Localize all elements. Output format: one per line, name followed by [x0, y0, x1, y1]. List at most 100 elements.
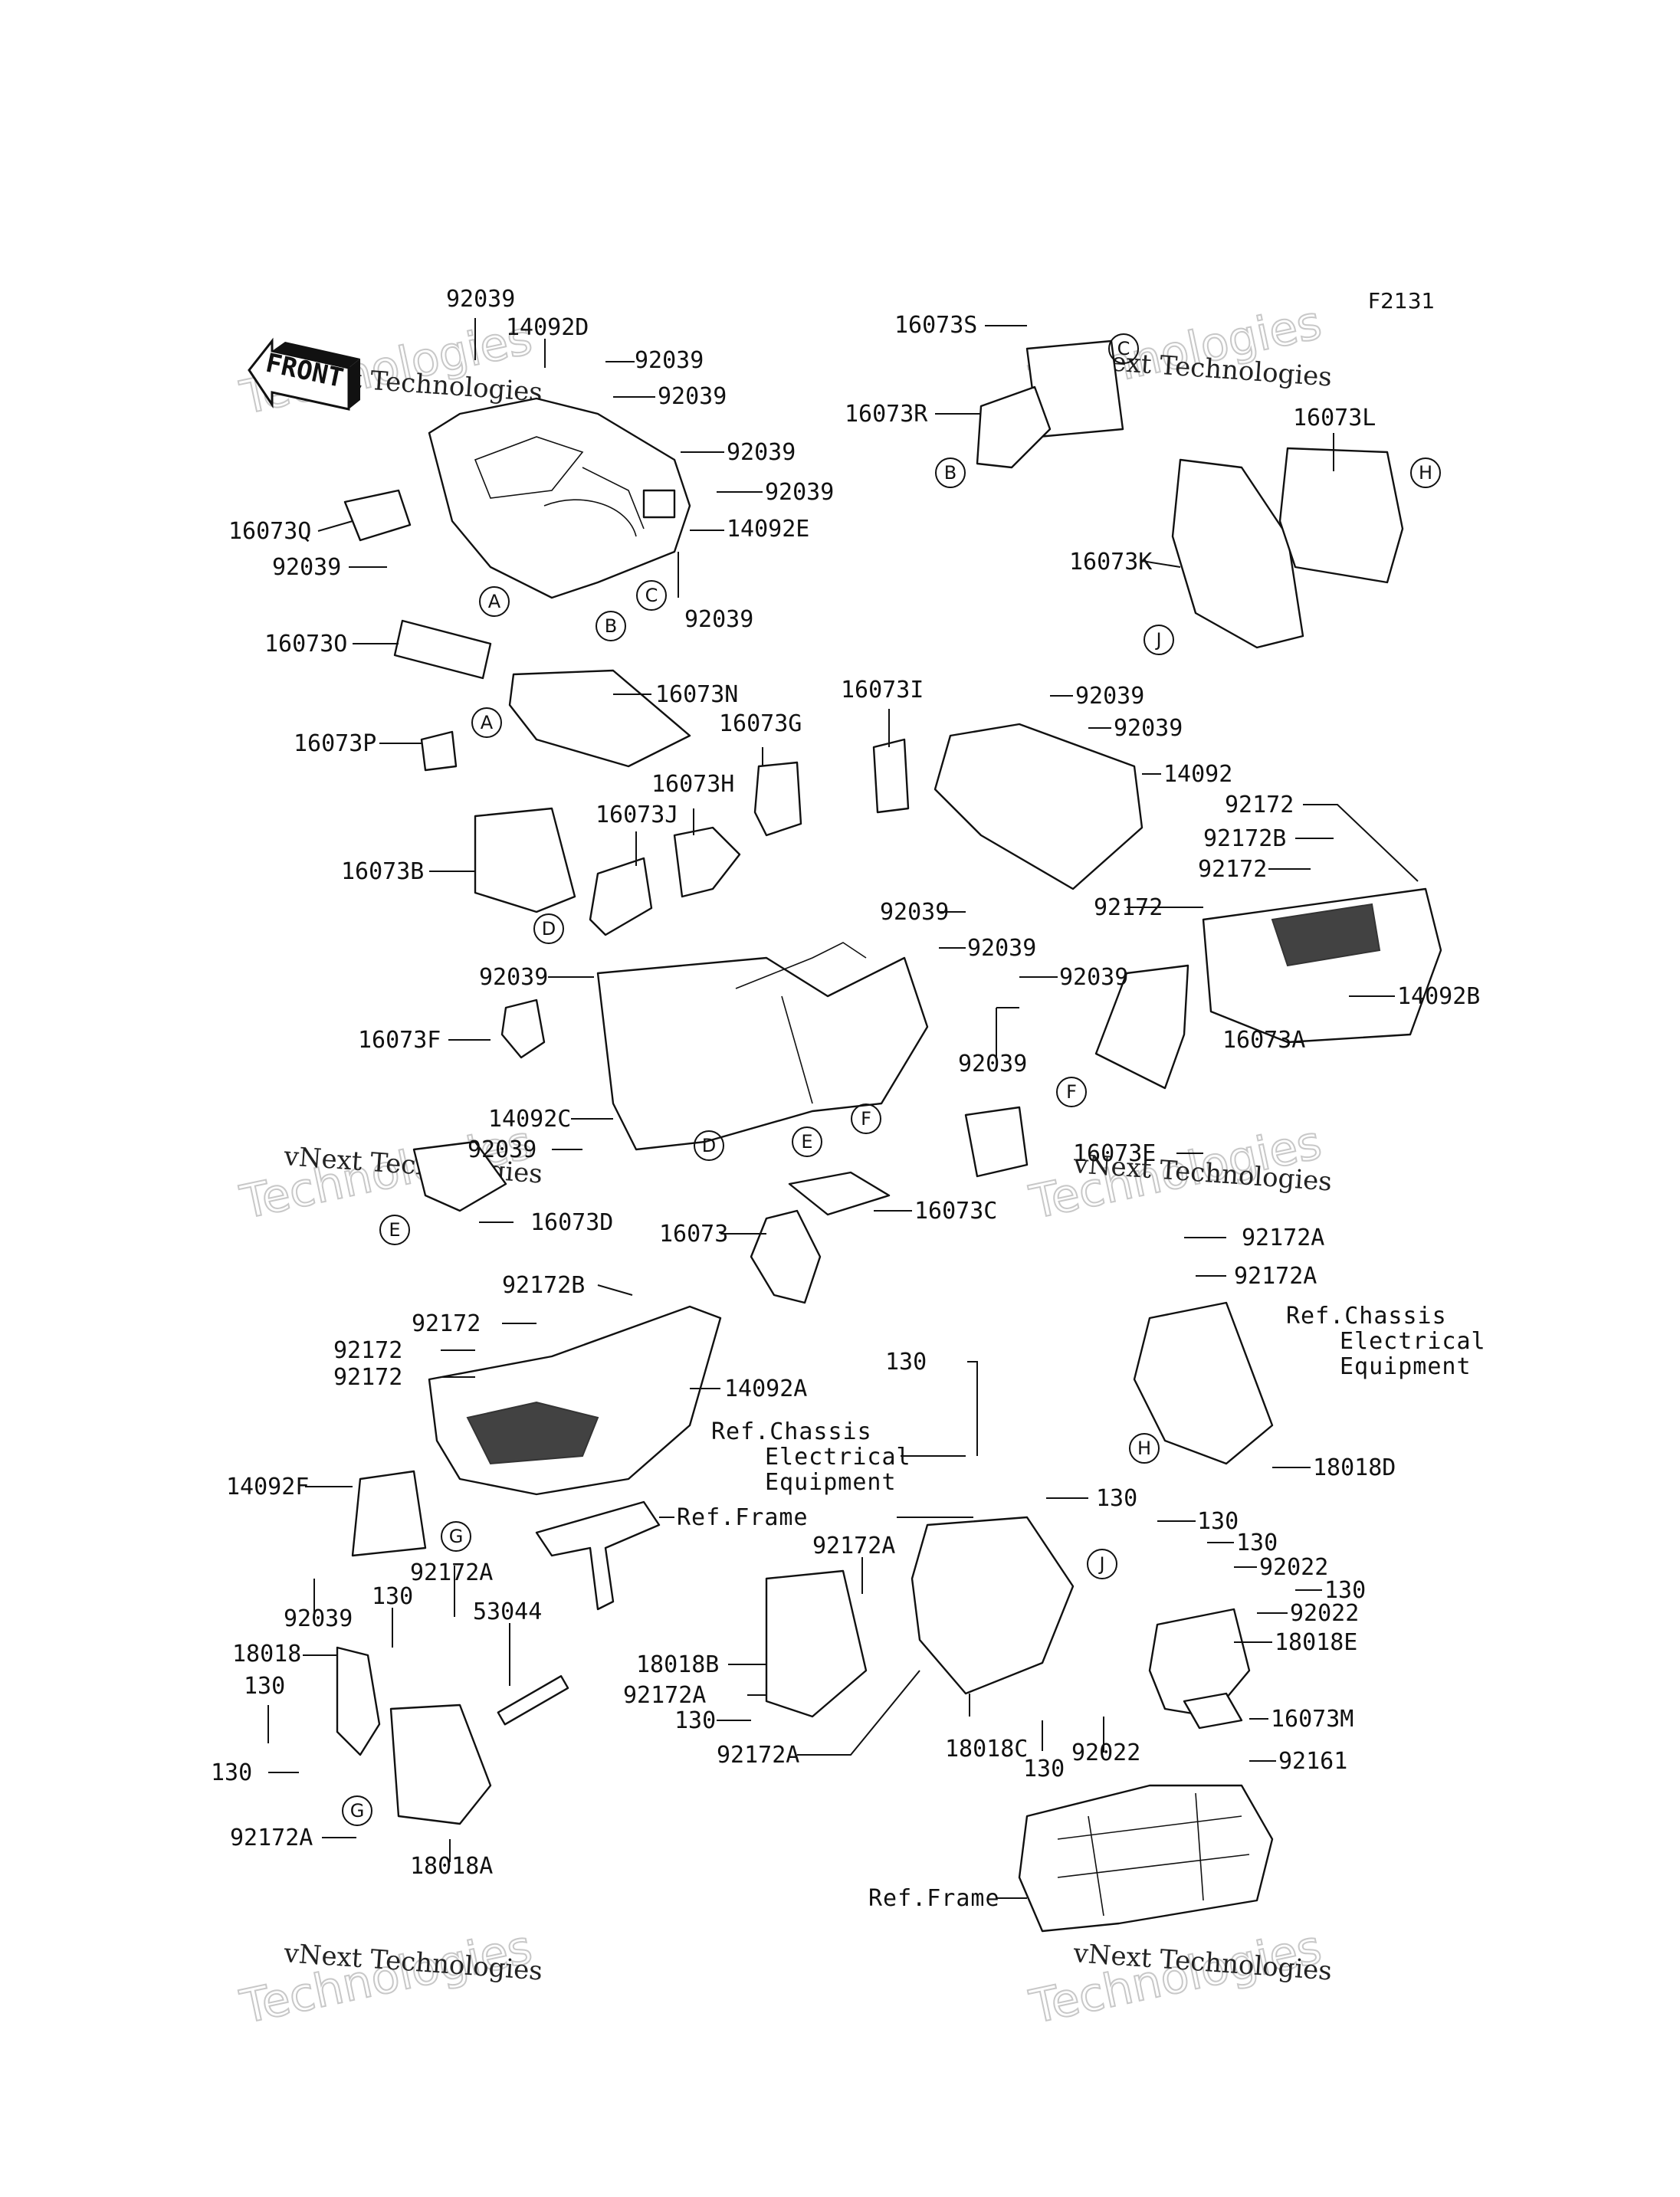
- svg-text:E: E: [801, 1131, 812, 1153]
- callouts: A B C A C B H J D F F D E E H G J G: [342, 333, 1441, 1826]
- callout-B-2: B: [935, 457, 966, 488]
- figure-code: F2131: [1368, 288, 1435, 313]
- panel-16073K: [1171, 458, 1304, 649]
- panel-16073H: [673, 826, 741, 898]
- svg-text:G: G: [350, 1800, 365, 1822]
- svg-text:H: H: [1137, 1438, 1151, 1459]
- ref-chassis-top-line2: Electrical: [1340, 1328, 1486, 1355]
- part-label: 16073S: [894, 312, 977, 339]
- part-label: 18018D: [1313, 1454, 1396, 1481]
- callout-A-1: A: [479, 586, 510, 617]
- part-label: 18018: [232, 1641, 301, 1667]
- panel-16073B: [474, 807, 576, 913]
- part-label: 92039: [684, 606, 753, 633]
- part-label: 92039: [468, 1136, 536, 1163]
- part-label: 16073J: [596, 802, 678, 828]
- frame-part: [1018, 1784, 1274, 1933]
- callout-H-1: H: [1410, 457, 1441, 488]
- part-label: 92022: [1259, 1554, 1328, 1581]
- panel-16073I: [872, 738, 910, 814]
- panel-16073L: [1278, 447, 1404, 584]
- frame-bracket-part: [535, 1500, 661, 1611]
- callout-E-1: E: [792, 1126, 822, 1157]
- part-label: 92022: [1071, 1740, 1140, 1766]
- part-label: 92172: [412, 1310, 481, 1337]
- part-label: 14092C: [488, 1106, 571, 1133]
- part-label: 92172: [1225, 792, 1294, 818]
- part-label: 92172: [1198, 856, 1267, 883]
- callout-E-2: E: [379, 1215, 410, 1245]
- part-label: 92172: [1094, 894, 1163, 921]
- part-label: 92039: [967, 935, 1036, 962]
- ref-chassis-mid-line1: Ref.Chassis: [711, 1418, 872, 1445]
- reference-labels: Ref.Chassis Electrical Equipment Ref.Cha…: [677, 1303, 1486, 1912]
- part-label: 130: [885, 1349, 927, 1376]
- panel-16073C: [788, 1171, 891, 1216]
- part-label: 16073N: [655, 681, 738, 708]
- part-label: 16073Q: [228, 518, 311, 545]
- part-label: 14092B: [1397, 983, 1480, 1010]
- part-label: 14092A: [724, 1376, 807, 1402]
- part-label: 16073D: [530, 1209, 613, 1236]
- part-label: 92039: [272, 554, 341, 581]
- part-label: 92039: [1075, 683, 1144, 710]
- part-label: 92172A: [1234, 1263, 1317, 1290]
- part-label: 92039: [479, 964, 548, 991]
- svg-text:F: F: [1066, 1081, 1077, 1103]
- svg-text:D: D: [702, 1135, 716, 1156]
- callout-J-2: J: [1087, 1549, 1117, 1579]
- part-label: 16073A: [1222, 1027, 1305, 1054]
- part-label: 16073E: [1073, 1140, 1156, 1167]
- part-label: 92039: [1059, 964, 1128, 991]
- part-label: 16073F: [358, 1027, 441, 1054]
- svg-text:J: J: [1098, 1553, 1104, 1575]
- part-label: 16073: [659, 1221, 728, 1248]
- svg-text:F: F: [861, 1108, 871, 1130]
- pad-16073Q: [343, 489, 412, 542]
- callout-G-1: G: [441, 1521, 471, 1552]
- ref-chassis-mid-line3: Equipment: [765, 1469, 897, 1496]
- center-console-14092C: [596, 956, 929, 1151]
- part-label: 92039: [727, 439, 796, 466]
- panel-16073G: [753, 761, 802, 837]
- svg-text:E: E: [389, 1219, 400, 1241]
- part-label: 92172A: [717, 1742, 799, 1769]
- callout-A-2: A: [471, 707, 502, 738]
- callout-G-2: G: [342, 1795, 372, 1826]
- panel-16073J: [589, 857, 653, 936]
- guard-18018A: [389, 1703, 492, 1825]
- callout-C-1: C: [636, 580, 667, 611]
- part-label: 130: [674, 1707, 716, 1734]
- part-label: 130: [1236, 1530, 1278, 1556]
- part-labels: 92039 14092D 92039 92039 92039 92039 140…: [211, 286, 1480, 1880]
- part-label: 16073H: [651, 771, 734, 798]
- part-label: 92039: [658, 383, 727, 410]
- callout-D-2: D: [694, 1130, 724, 1161]
- guard-18018B: [765, 1569, 868, 1718]
- part-label: 16073G: [719, 710, 802, 737]
- panel-16073F: [500, 998, 546, 1059]
- floor-14092: [934, 723, 1144, 890]
- ref-chassis-top-line1: Ref.Chassis: [1286, 1303, 1447, 1330]
- svg-text:A: A: [488, 591, 501, 612]
- front-arrow-icon: FRONT: [248, 337, 360, 411]
- part-label: 130: [1324, 1577, 1366, 1604]
- guard-18018D: [1133, 1301, 1274, 1465]
- pad-16073P: [420, 730, 458, 772]
- callout-C-2: C: [1108, 333, 1139, 364]
- ref-frame-bottom: Ref.Frame: [868, 1885, 1000, 1912]
- part-label: 92161: [1278, 1748, 1347, 1775]
- part-label: 16073O: [264, 631, 347, 657]
- svg-text:H: H: [1419, 462, 1432, 484]
- pad-16073O: [393, 619, 492, 680]
- guard-18018C: [911, 1516, 1075, 1695]
- part-label: 16073M: [1271, 1706, 1354, 1733]
- part-label: 16073L: [1293, 405, 1376, 431]
- part-label: 130: [211, 1759, 252, 1786]
- part-label: 92172B: [1203, 825, 1286, 852]
- part-label: 92172: [333, 1337, 402, 1364]
- part-label: 92172A: [1242, 1225, 1324, 1251]
- callout-H-2: H: [1129, 1433, 1160, 1464]
- callout-D-1: D: [533, 913, 564, 944]
- guard-18018: [336, 1646, 381, 1756]
